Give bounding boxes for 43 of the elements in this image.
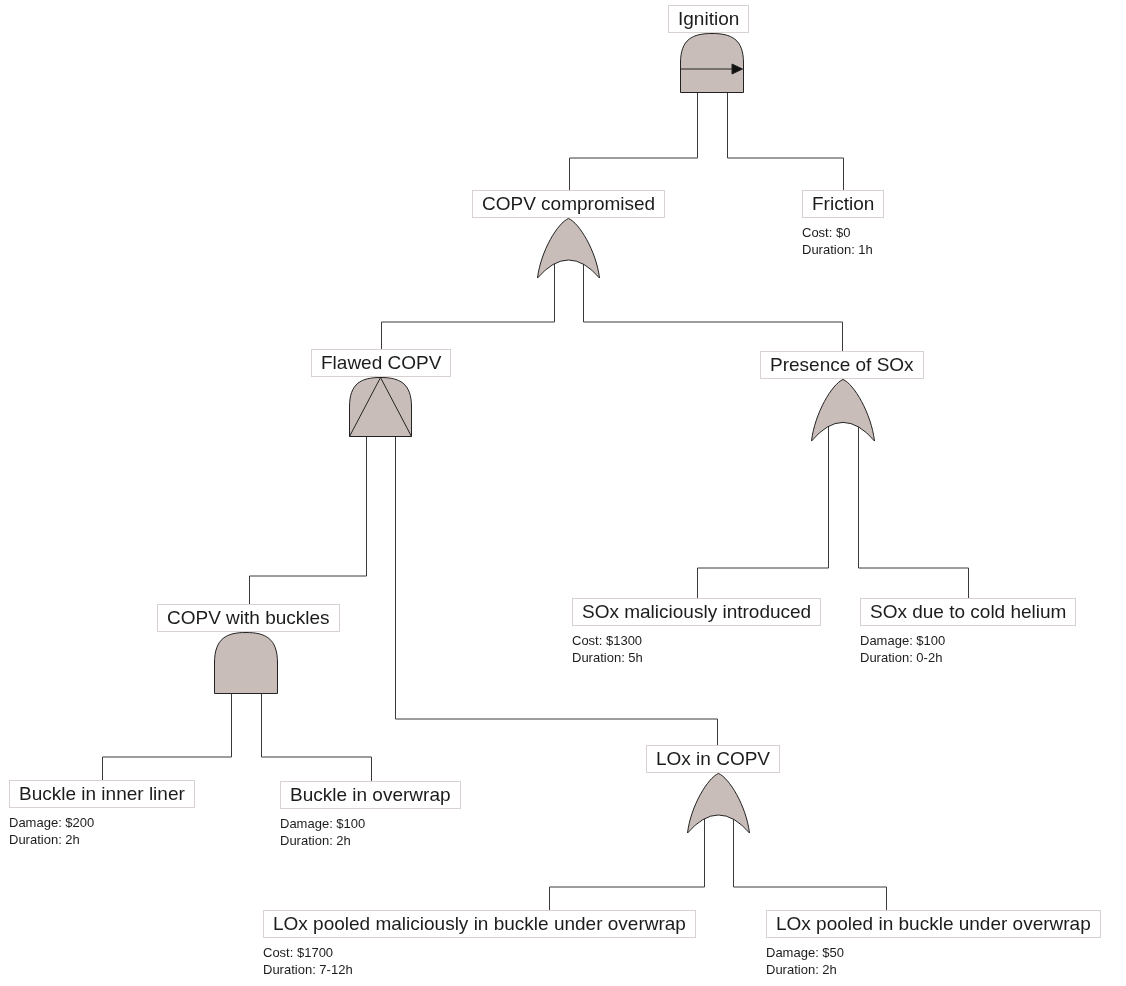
event-annotation: Duration: 5h bbox=[572, 649, 643, 666]
event-annotation: Cost: $0 bbox=[802, 224, 851, 241]
connector-line bbox=[727, 92, 844, 191]
event-annotation: Damage: $200 bbox=[9, 814, 95, 831]
event-box: SOx maliciously introduced bbox=[572, 598, 822, 626]
event-box: Buckle in overwrap bbox=[280, 781, 461, 809]
event-annotation: Duration: 1h bbox=[802, 241, 873, 258]
event-box: COPV compromised bbox=[472, 190, 666, 218]
connector-line bbox=[381, 263, 555, 350]
event-box: Ignition bbox=[668, 5, 750, 33]
priority-and-gate-symbol bbox=[680, 33, 744, 93]
event-box: COPV with buckles bbox=[157, 604, 340, 632]
connector-line bbox=[569, 92, 698, 191]
and-gate-with-triangle-symbol bbox=[349, 377, 412, 437]
event-annotation: Cost: $1300 bbox=[572, 632, 643, 649]
connector-line bbox=[102, 693, 232, 781]
or-gate-symbol bbox=[811, 379, 875, 441]
event-box: LOx pooled maliciously in buckle under overwrap bbox=[263, 910, 696, 938]
event-annotation: Duration: 2h bbox=[766, 961, 837, 978]
connector-line bbox=[549, 818, 705, 911]
connector-line bbox=[261, 693, 372, 782]
event-box: SOx due to cold helium bbox=[860, 598, 1077, 626]
event-annotation: Damage: $50 bbox=[766, 944, 845, 961]
connector-line bbox=[395, 436, 718, 746]
event-box: LOx in COPV bbox=[646, 745, 781, 773]
or-gate-symbol bbox=[537, 218, 600, 278]
event-annotation: Damage: $100 bbox=[280, 815, 366, 832]
connector-line bbox=[249, 436, 367, 605]
connector-line bbox=[733, 818, 887, 911]
event-box: Buckle in inner liner bbox=[9, 780, 195, 808]
or-gate-symbol bbox=[687, 773, 750, 833]
event-annotation: Damage: $100 bbox=[860, 632, 946, 649]
connector-line bbox=[583, 263, 843, 352]
event-box: Flawed COPV bbox=[311, 349, 452, 377]
event-annotation: Duration: 2h bbox=[280, 832, 351, 849]
event-annotation: Duration: 0-2h bbox=[860, 649, 943, 666]
event-box: Presence of SOx bbox=[760, 351, 924, 379]
and-gate-symbol bbox=[214, 632, 278, 694]
event-box: Friction bbox=[802, 190, 885, 218]
event-annotation: Duration: 7-12h bbox=[263, 961, 353, 978]
event-annotation: Cost: $1700 bbox=[263, 944, 334, 961]
event-box: LOx pooled in buckle under overwrap bbox=[766, 910, 1101, 938]
event-annotation: Duration: 2h bbox=[9, 831, 80, 848]
